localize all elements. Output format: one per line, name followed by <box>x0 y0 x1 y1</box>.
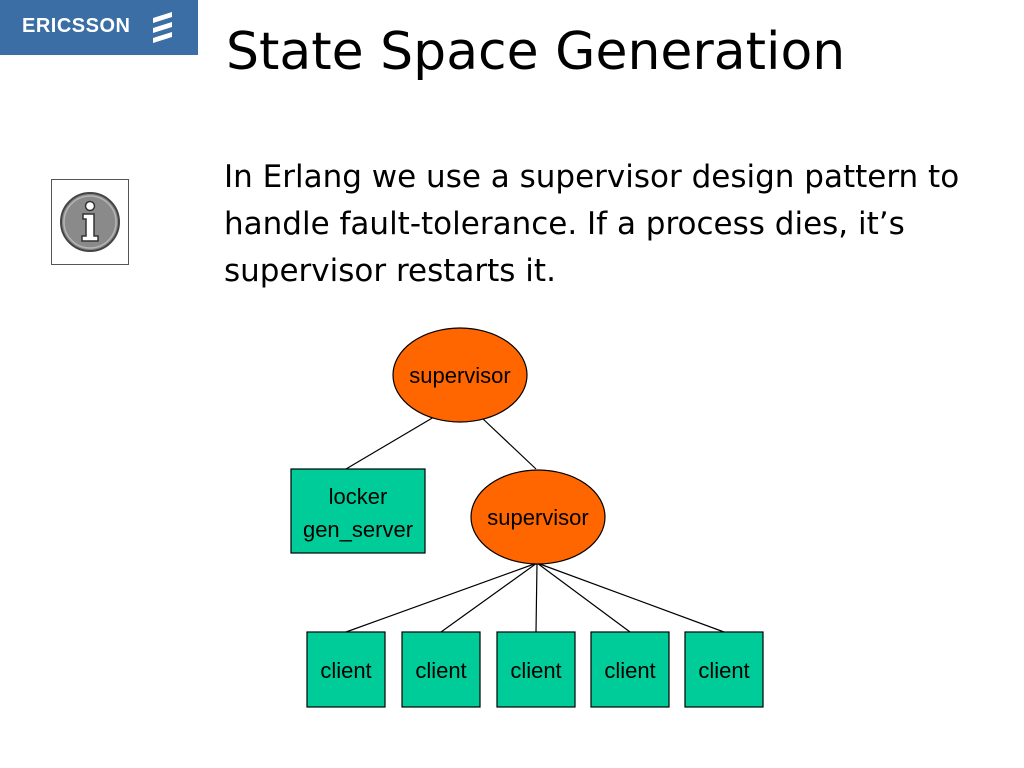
client-node: client <box>590 631 670 708</box>
slide-title: State Space Generation <box>226 22 846 82</box>
gen-server-label: gen_server <box>303 517 413 542</box>
edge-supervisor-to-client-2 <box>440 562 538 633</box>
child-supervisor-label: supervisor <box>487 505 588 530</box>
root-supervisor-node: supervisor <box>392 327 528 423</box>
info-icon-box <box>51 179 129 265</box>
ericsson-logo: ERICSSON <box>0 0 198 55</box>
child-supervisor-node: supervisor <box>470 469 606 565</box>
client-nodes: client client client client client <box>306 631 764 708</box>
client-node: client <box>401 631 481 708</box>
edge-root-to-child-supervisor <box>481 417 537 470</box>
edge-supervisor-to-client-1 <box>345 562 538 633</box>
slide-body-text: In Erlang we use a supervisor design pat… <box>224 159 960 289</box>
client-node: client <box>306 631 386 708</box>
root-supervisor-label: supervisor <box>409 363 510 388</box>
client-label: client <box>510 658 561 683</box>
locker-gen-server-node: locker gen_server <box>290 468 426 554</box>
client-node: client <box>684 631 764 708</box>
logo-text: ERICSSON <box>22 15 131 37</box>
edge-supervisor-to-client-4 <box>536 562 631 633</box>
client-label: client <box>320 658 371 683</box>
client-node: client <box>496 631 576 708</box>
ericsson-stripes-icon <box>153 12 172 43</box>
locker-label: locker <box>329 484 388 509</box>
edge-root-to-locker <box>345 416 435 470</box>
tree-edges <box>345 416 725 633</box>
edge-supervisor-to-client-5 <box>536 562 725 633</box>
client-label: client <box>415 658 466 683</box>
client-label: client <box>604 658 655 683</box>
edge-supervisor-to-client-3 <box>535 562 538 633</box>
info-icon <box>60 192 120 252</box>
client-label: client <box>698 658 749 683</box>
